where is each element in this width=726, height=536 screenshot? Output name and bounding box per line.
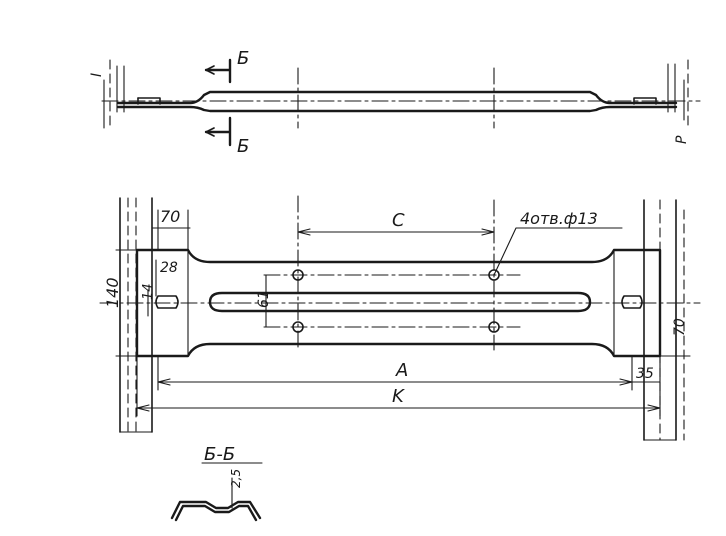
section-mark-bottom	[204, 116, 232, 147]
holes-note: 4отв.ф13	[520, 209, 598, 228]
left-end-slot	[155, 295, 179, 309]
right-wall-stub	[667, 63, 676, 113]
dim-35: 35	[636, 366, 654, 382]
dim-14: 14	[141, 283, 156, 300]
section-view: Б-Б 2,5	[170, 444, 263, 522]
left-wall-stub	[116, 65, 125, 113]
dim-c: C	[392, 210, 405, 231]
dim-k-line	[136, 355, 661, 417]
plan-view: 70 C 4отв.ф13 140 14 28 61 70 A 35 K	[99, 195, 701, 441]
section-mark-top	[204, 58, 232, 84]
section-title: Б-Б	[204, 444, 235, 465]
dim-70-right: 70	[672, 318, 688, 336]
center-slot	[208, 291, 592, 313]
label-P: P	[674, 135, 690, 144]
strap-profile	[116, 90, 678, 105]
section-profile	[170, 500, 262, 520]
dim-2-5: 2,5	[229, 469, 243, 488]
dim-140: 140	[103, 277, 122, 308]
label-I: I	[89, 73, 105, 77]
dim-a: A	[395, 360, 408, 381]
section-label-bottom: Б	[237, 136, 249, 157]
right-end-slot	[621, 295, 643, 309]
section-label-top: Б	[237, 48, 249, 69]
holes-leader	[493, 227, 623, 276]
dim-70-top: 70	[160, 207, 180, 226]
elevation-view: Б Б I P	[89, 48, 701, 157]
dim-a-line	[157, 355, 661, 391]
dim-61: 61	[256, 290, 272, 308]
dim-k: K	[392, 386, 405, 407]
dim-28: 28	[160, 260, 178, 276]
